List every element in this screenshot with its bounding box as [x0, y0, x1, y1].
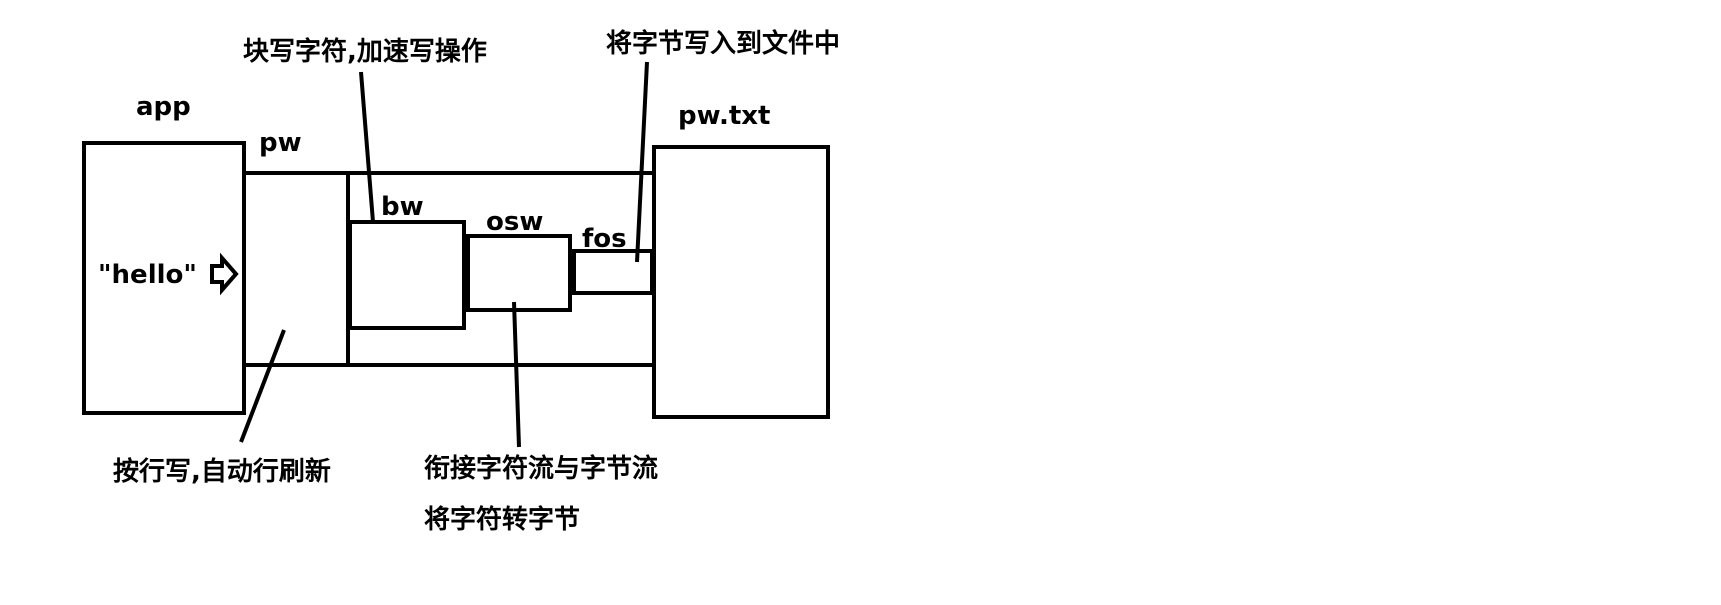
- fos-box: [572, 249, 654, 295]
- pw-label: pw: [259, 128, 302, 158]
- osw-note-line-2: 将字符转字节: [424, 504, 580, 535]
- bw-label: bw: [381, 192, 424, 222]
- bw-note: 块写字符,加速写操作: [243, 36, 487, 67]
- bw-note-leader: [359, 71, 375, 223]
- app-label: app: [136, 92, 191, 122]
- hollow-arrow-icon: [210, 252, 239, 296]
- pw-note-leader: [239, 329, 286, 443]
- osw-note-line-1: 衔接字符流与字节流: [424, 453, 658, 484]
- bw-box: [348, 220, 466, 330]
- osw-box: [466, 234, 572, 312]
- fos-label: fos: [582, 224, 627, 254]
- osw-label: osw: [486, 207, 543, 237]
- file-box: [652, 145, 830, 419]
- fos-note: 将字节写入到文件中: [606, 28, 840, 59]
- pw-note: 按行写,自动行刷新: [113, 456, 331, 487]
- fos-note-leader: [635, 61, 649, 263]
- osw-note-leader: [512, 301, 521, 448]
- file-label: pw.txt: [678, 101, 770, 131]
- hello-text: "hello": [98, 260, 197, 290]
